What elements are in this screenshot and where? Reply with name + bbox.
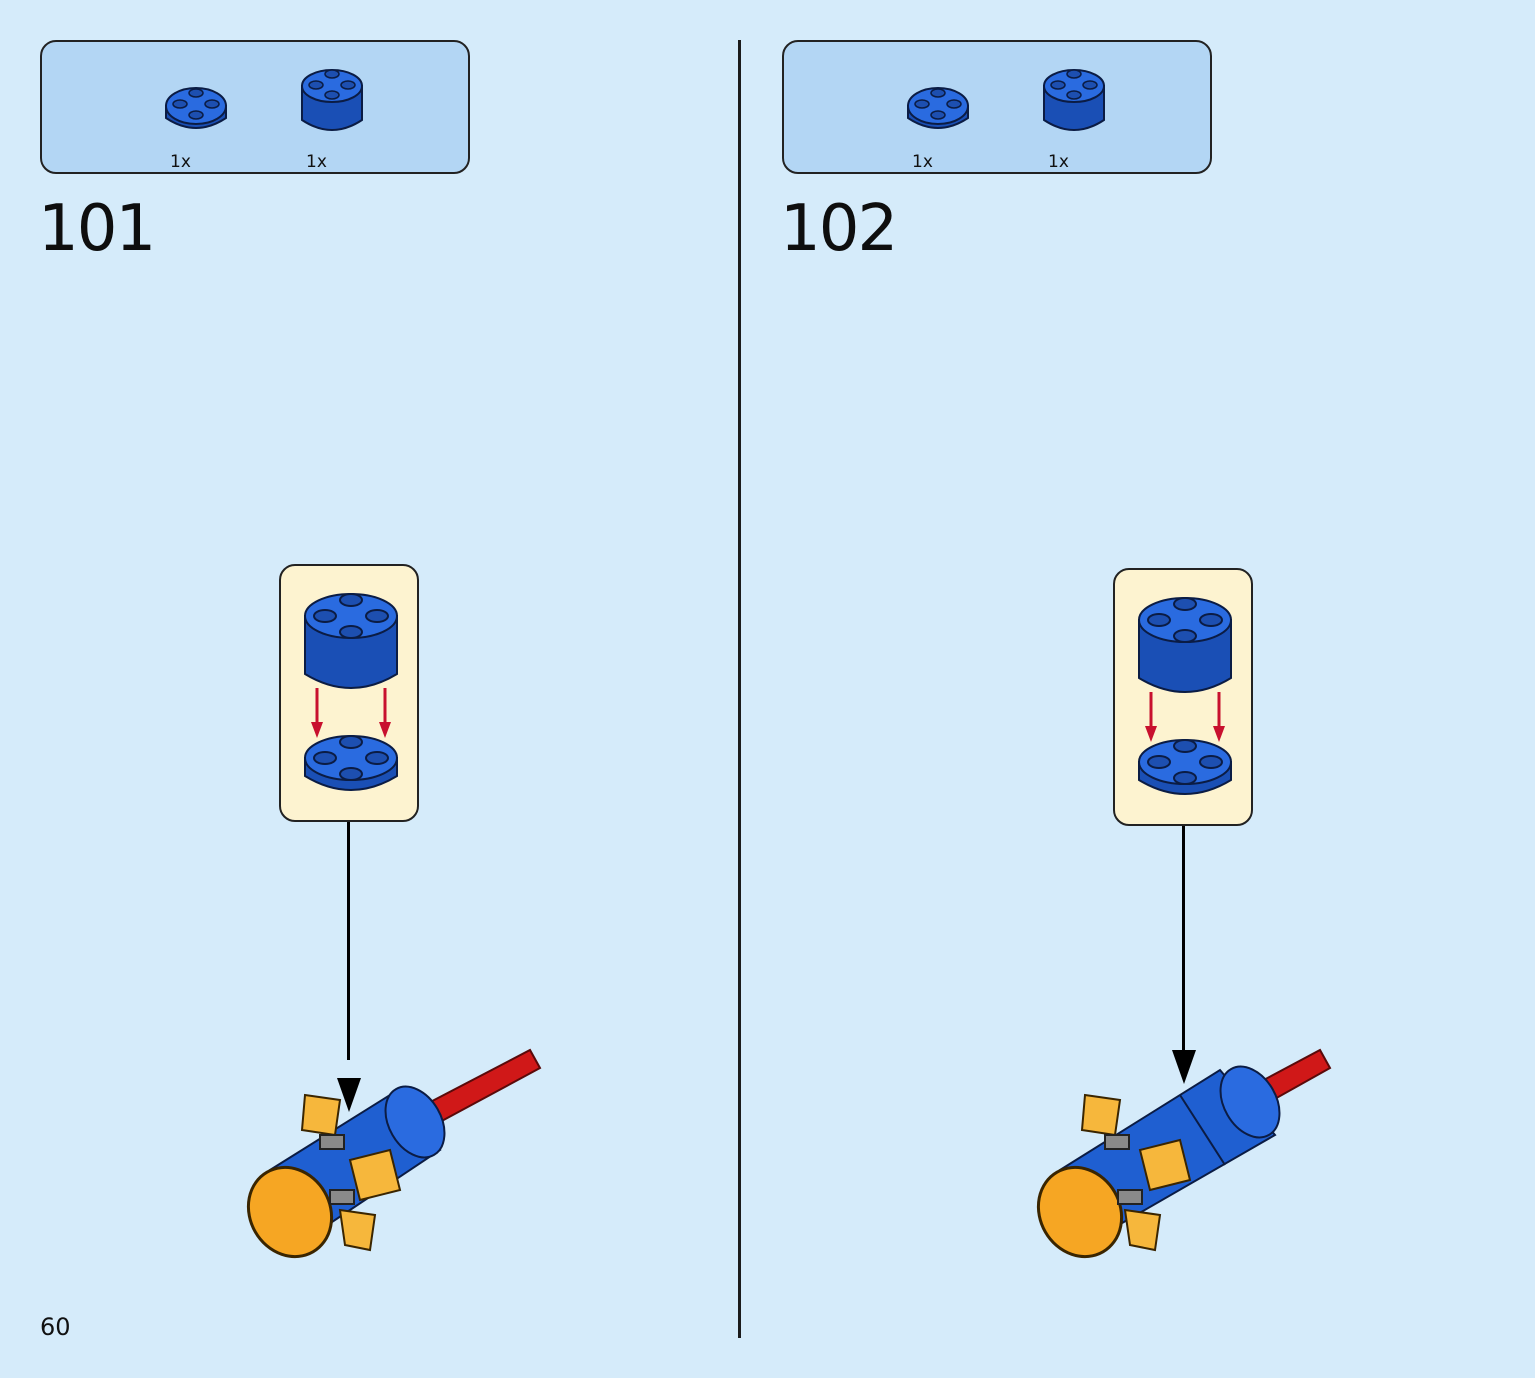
attach-arrow-icon xyxy=(1172,1050,1196,1084)
part-round-brick: 1x xyxy=(1036,60,1112,172)
part-quantity: 1x xyxy=(912,152,933,172)
step-number: 101 xyxy=(38,192,156,266)
model-assembly-illustration xyxy=(246,1048,542,1259)
attach-pointer-line xyxy=(1182,826,1185,1058)
part-round-plate: 1x xyxy=(900,60,976,172)
part-round-brick: 1x xyxy=(294,60,370,172)
brick-stack-illustration xyxy=(304,593,398,791)
sub-assembly-callout-step-102 xyxy=(1113,568,1253,826)
parts-list-step-101: 1x 1x xyxy=(40,40,470,174)
part-quantity: 1x xyxy=(1048,152,1069,172)
parts-list-step-102: 1x 1x xyxy=(782,40,1212,174)
model-assembly-illustration xyxy=(1036,1048,1332,1259)
round-plate-2x2-blue-icon xyxy=(165,87,227,129)
brick-stack-illustration xyxy=(1138,597,1232,795)
page-number: 60 xyxy=(40,1313,71,1341)
part-quantity: 1x xyxy=(170,152,191,172)
round-brick-2x2-blue-icon xyxy=(301,69,363,131)
step-number: 102 xyxy=(780,192,898,266)
sub-assembly-callout-step-101 xyxy=(279,564,419,822)
attach-arrow-icon xyxy=(337,1078,361,1112)
attach-pointer-line xyxy=(347,822,350,1060)
part-quantity: 1x xyxy=(306,152,327,172)
page-divider xyxy=(738,40,741,1338)
round-brick-2x2-blue-icon xyxy=(1043,69,1105,131)
round-plate-2x2-blue-icon xyxy=(907,87,969,129)
part-round-plate: 1x xyxy=(158,60,234,172)
